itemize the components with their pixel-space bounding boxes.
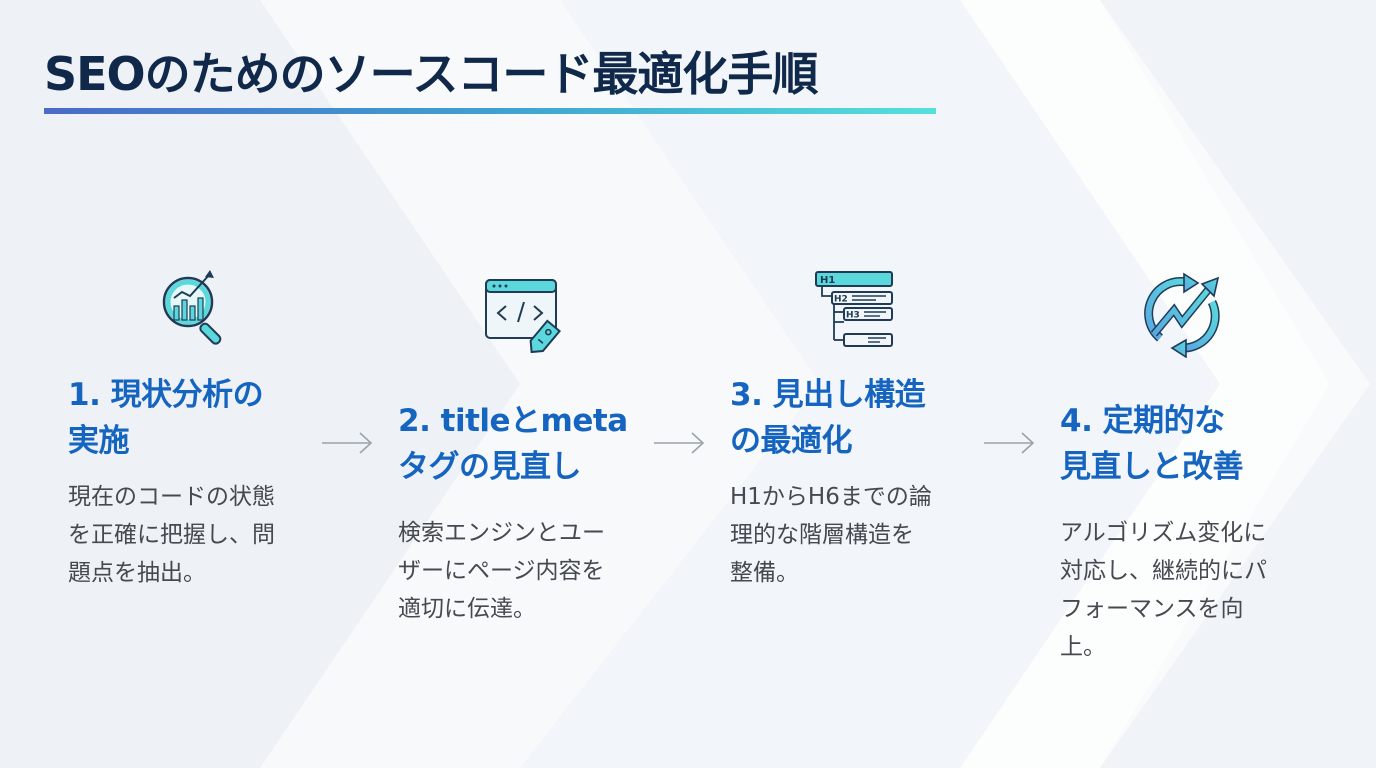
step-4-title-line2: 見直しと改善 bbox=[1060, 449, 1244, 485]
title-underline bbox=[44, 108, 936, 114]
heading-hierarchy-icon: H1 H2 H3 bbox=[815, 271, 893, 347]
step-2-desc-line3: 適切に伝達。 bbox=[398, 596, 536, 622]
step-1-desc-line3: 題点を抽出。 bbox=[68, 560, 206, 586]
code-window-tag-icon bbox=[485, 279, 562, 354]
arrow-right-icon bbox=[654, 432, 705, 454]
svg-text:H2: H2 bbox=[834, 295, 848, 305]
svg-text:H3: H3 bbox=[846, 311, 860, 321]
svg-text:H1: H1 bbox=[820, 275, 835, 286]
step-4-title-line1: 4. 定期的な bbox=[1060, 403, 1225, 439]
arrow-right-icon bbox=[984, 432, 1035, 454]
step-4-desc-line4: 上。 bbox=[1060, 634, 1106, 660]
step-1-desc-line2: を正確に把握し、問 bbox=[68, 522, 275, 548]
step-2-desc-line1: 検索エンジンとユー bbox=[398, 520, 605, 546]
step-1-title-line1: 1. 現状分析の bbox=[68, 377, 264, 413]
step-3-desc-line2: 理的な階層構造を bbox=[730, 522, 914, 548]
step-1-title-line2: 実施 bbox=[68, 423, 130, 459]
step-3-title-line1: 3. 見出し構造 bbox=[730, 377, 926, 413]
step-1-desc-line1: 現在のコードの状態 bbox=[68, 484, 275, 510]
step-4-desc-line2: 対応し、継続的にパ bbox=[1060, 558, 1267, 584]
step-4-desc-line3: フォーマンスを向 bbox=[1060, 596, 1244, 622]
arrow-right-icon bbox=[322, 432, 373, 454]
step-3-desc-line1: H1からH6までの論 bbox=[730, 484, 932, 510]
cycle-growth-icon bbox=[1144, 272, 1220, 358]
step-2-title-line2: タグの見直し bbox=[398, 449, 582, 485]
step-2-title-line1: 2. titleとmeta bbox=[398, 403, 628, 439]
page-title: SEOのためのソースコード最適化手順 bbox=[44, 47, 818, 101]
step-2-desc-line2: ザーにページ内容を bbox=[398, 558, 605, 584]
step-4-desc-line1: アルゴリズム変化に bbox=[1060, 520, 1267, 546]
magnifier-chart-icon bbox=[162, 270, 222, 345]
step-3-desc-line3: 整備。 bbox=[730, 560, 799, 586]
step-3-title-line2: の最適化 bbox=[730, 423, 853, 459]
